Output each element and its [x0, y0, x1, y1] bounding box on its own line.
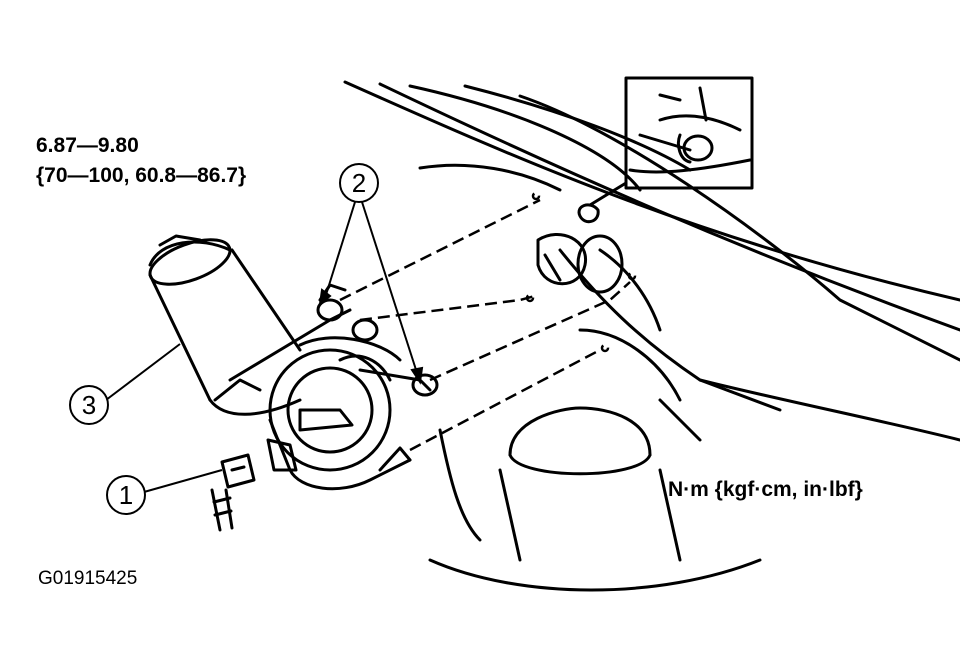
callout-circle-1 — [106, 475, 146, 515]
mounting-bracket — [228, 283, 439, 397]
torque-spec-alt-units: {70—100, 60.8—86.7} — [36, 164, 247, 187]
torque-spec-nm: 6.87—9.80 — [36, 134, 139, 157]
connector-harness — [210, 453, 256, 532]
callout-circle-2 — [339, 163, 379, 203]
units-legend: N·m {kgf·cm, in·lbf} — [668, 478, 863, 501]
wiper-motor-body — [148, 234, 302, 416]
inset-detail — [577, 76, 754, 224]
body-panel — [343, 80, 960, 542]
callout-number-3: 3 — [81, 390, 97, 420]
gearbox-housing — [266, 336, 412, 491]
reservoir-cap — [428, 406, 762, 592]
callout-number-2: 2 — [351, 168, 367, 198]
alignment-lines — [339, 191, 637, 452]
callout-number-1: 1 — [118, 480, 134, 510]
body-grommet-hole — [536, 233, 624, 294]
callout-circle-3 — [69, 385, 109, 425]
leader-lines — [105, 201, 424, 493]
figure-id: G01915425 — [38, 568, 138, 589]
